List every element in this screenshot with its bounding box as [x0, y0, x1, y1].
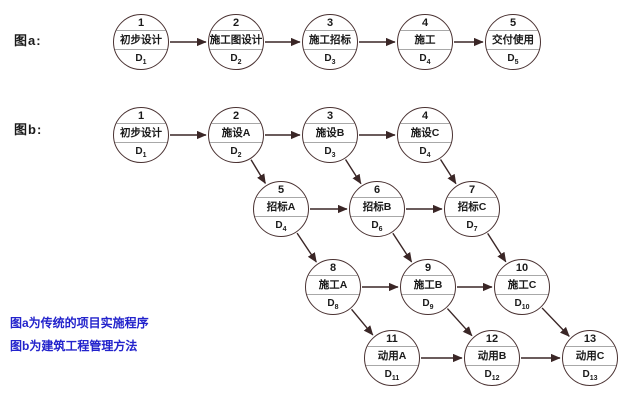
node-number: 7 — [468, 184, 476, 196]
node-duration: D9 — [422, 298, 434, 311]
edge-b6-9 — [392, 232, 413, 263]
edge-b3-6 — [344, 159, 362, 185]
node-activity-name: 施工图设计 — [209, 30, 263, 50]
node-number: 4 — [421, 110, 429, 122]
node-number: 4 — [421, 17, 429, 29]
edge-b2-5 — [250, 159, 267, 184]
edge-b9-12 — [446, 308, 473, 337]
node-duration: D7 — [466, 220, 478, 233]
node-number: 5 — [509, 17, 517, 29]
node-number: 11 — [386, 333, 398, 345]
node-duration: D1 — [135, 53, 147, 66]
caption-line-1: 图a为传统的项目实施程序 — [10, 316, 149, 330]
edge-b8-11 — [350, 308, 374, 336]
node-duration: D1 — [135, 146, 147, 159]
node-activity-name: 招标C — [445, 197, 499, 217]
node-number: 1 — [137, 17, 145, 29]
node-activity-name: 动用B — [465, 346, 519, 366]
node-duration: D4 — [419, 53, 431, 66]
node-duration: D6 — [371, 220, 383, 233]
node-number: 2 — [232, 110, 240, 122]
node-activity-name: 施工招标 — [303, 30, 357, 50]
node-activity-name: 施设A — [209, 123, 263, 143]
figure-b-label: 图b: — [14, 122, 43, 137]
node-activity-name: 施工B — [401, 275, 455, 295]
node-activity-name: 招标A — [254, 197, 308, 217]
node-activity-name: 交付使用 — [486, 30, 540, 50]
node-duration: D5 — [507, 53, 519, 66]
node-duration: D12 — [484, 369, 500, 382]
node-number: 9 — [424, 262, 432, 274]
edge-b5-8 — [296, 232, 317, 263]
node-activity-name: 动用C — [563, 346, 617, 366]
node-number: 8 — [329, 262, 337, 274]
node-activity-name: 施设C — [398, 123, 452, 143]
edge-b7-10 — [487, 233, 507, 263]
node-duration: D10 — [514, 298, 530, 311]
node-duration: D13 — [582, 369, 598, 382]
node-number: 13 — [583, 333, 597, 345]
node-number: 2 — [232, 17, 240, 29]
node-duration: D3 — [324, 53, 336, 66]
node-activity-name: 动用A — [365, 346, 419, 366]
node-activity-name: 施工A — [306, 275, 360, 295]
node-number: 3 — [326, 17, 334, 29]
node-activity-name: 初步设计 — [114, 123, 168, 143]
node-duration: D4 — [419, 146, 431, 159]
node-duration: D2 — [230, 146, 242, 159]
node-number: 6 — [373, 184, 381, 196]
figure-a-label: 图a: — [14, 33, 42, 48]
node-duration: D4 — [275, 220, 287, 233]
node-number: 3 — [326, 110, 334, 122]
node-duration: D11 — [384, 369, 400, 382]
node-activity-name: 施工 — [398, 30, 452, 50]
node-number: 1 — [137, 110, 145, 122]
node-number: 10 — [515, 262, 529, 274]
node-activity-name: 初步设计 — [114, 30, 168, 50]
edge-b10-13 — [541, 307, 570, 337]
caption-line-2: 图b为建筑工程管理方法 — [10, 339, 138, 353]
node-duration: D2 — [230, 53, 242, 66]
node-duration: D8 — [327, 298, 339, 311]
node-number: 12 — [485, 333, 499, 345]
node-activity-name: 招标B — [350, 197, 404, 217]
node-activity-name: 施设B — [303, 123, 357, 143]
node-number: 5 — [277, 184, 285, 196]
caption-notes: 图a为传统的项目实施程序 图b为建筑工程管理方法 — [10, 312, 149, 358]
edge-b4-7 — [439, 159, 457, 185]
node-duration: D3 — [324, 146, 336, 159]
node-activity-name: 施工C — [495, 275, 549, 295]
